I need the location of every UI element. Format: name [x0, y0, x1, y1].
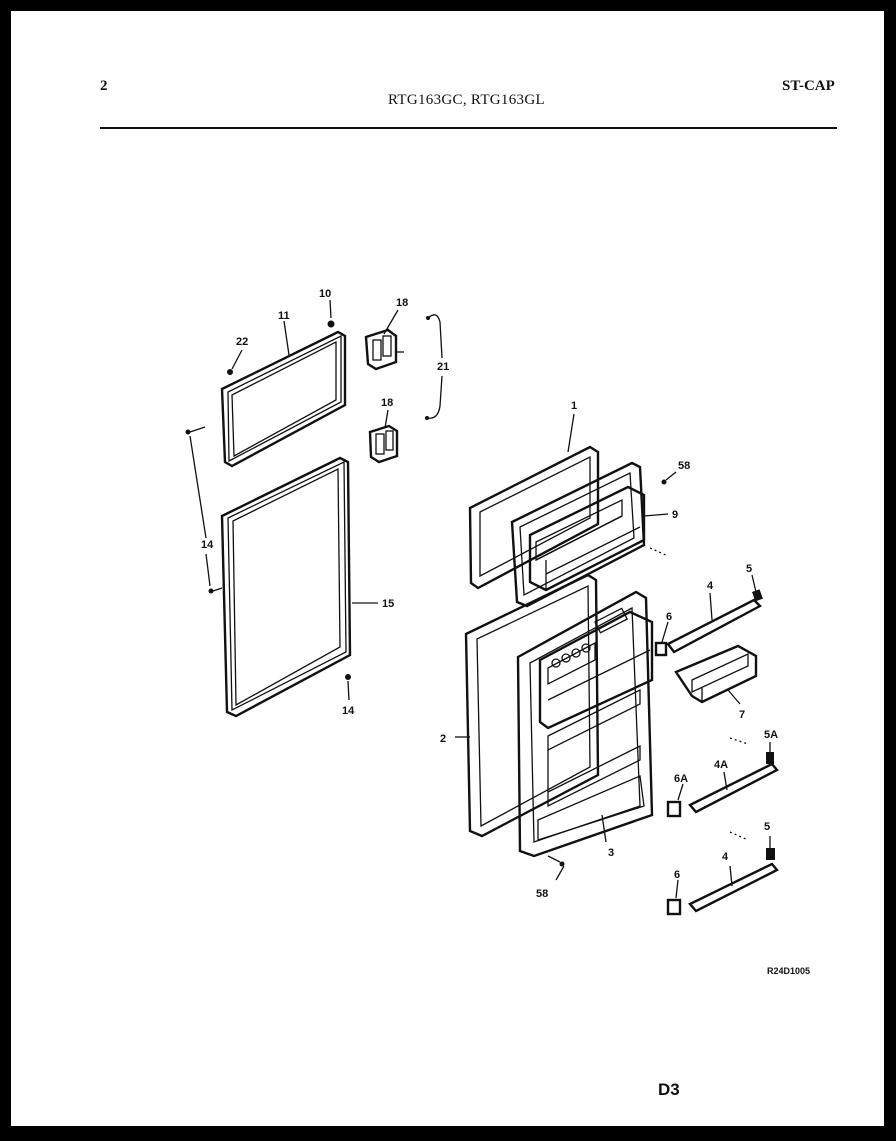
- end-cap-part-5A: [766, 742, 774, 764]
- callout-5A: 5A: [764, 729, 778, 741]
- callout-3: 3: [608, 847, 614, 859]
- screw-part-22: [227, 349, 243, 375]
- callout-58-lower: 58: [536, 888, 548, 900]
- dairy-shelf-part-7: [674, 644, 758, 705]
- section-label: D3: [658, 1080, 680, 1099]
- hinge-part-18-upper: [364, 309, 404, 371]
- callout-22: 22: [236, 336, 248, 348]
- end-cap-part-5-lower: [766, 836, 775, 860]
- callout-6-upper: 6: [666, 611, 672, 623]
- callout-2: 2: [440, 733, 446, 745]
- door-bar-part-4-lower: [688, 831, 779, 913]
- food-gasket-part-15: [220, 456, 378, 718]
- door-bar-part-4-upper: [666, 592, 762, 654]
- food-door-liner-part-3: [516, 590, 654, 858]
- end-cap-part-5-upper: [751, 574, 763, 602]
- callout-14-lower: 14: [342, 705, 355, 717]
- callout-18-lower: 18: [381, 397, 393, 409]
- callout-7: 7: [739, 709, 745, 721]
- callout-4-upper: 4: [707, 580, 714, 592]
- callout-58-upper: 58: [678, 460, 690, 472]
- diagram-sheet: [11, 11, 884, 1126]
- callout-5-lower: 5: [764, 821, 770, 833]
- callout-14-upper: 14: [201, 539, 214, 551]
- callout-4-lower: 4: [722, 851, 729, 863]
- wire-part-21: [425, 314, 443, 420]
- freezer-door-liner-part-9: [510, 461, 669, 608]
- callout-6-lower: 6: [674, 869, 680, 881]
- callout-5-upper: 5: [746, 563, 752, 575]
- door-bar-part-4A: [688, 737, 779, 814]
- screw-part-58-upper: [661, 471, 677, 485]
- food-door-gasket-part-2: [455, 573, 600, 838]
- leader-11: [283, 320, 290, 356]
- freezer-door-gasket-part-1: [468, 413, 600, 590]
- header-code: ST-CAP: [782, 78, 835, 94]
- bracket-part-6-lower: [666, 879, 682, 916]
- header-rule: [100, 127, 837, 129]
- callout-18-upper: 18: [396, 297, 408, 309]
- bracket-part-6-upper: [654, 621, 669, 657]
- freezer-gasket-part-11: [220, 330, 347, 468]
- callout-10: 10: [319, 288, 331, 300]
- screw-part-14: [185, 426, 351, 701]
- callout-4A: 4A: [714, 759, 728, 771]
- callout-15: 15: [382, 598, 394, 610]
- hinge-part-18-lower: [368, 409, 399, 464]
- callout-9: 9: [672, 509, 678, 521]
- model-numbers: RTG163GC, RTG163GL: [388, 92, 545, 108]
- callout-6A: 6A: [674, 773, 688, 785]
- bracket-part-6A: [666, 783, 684, 818]
- drawing-code: R24D1005: [767, 966, 811, 976]
- callout-11: 11: [278, 310, 290, 322]
- callout-1: 1: [571, 400, 577, 412]
- plug-part-10: [327, 299, 335, 328]
- page-number: 2: [100, 78, 108, 94]
- screw-part-58-lower: [547, 855, 565, 881]
- callout-21: 21: [437, 361, 449, 373]
